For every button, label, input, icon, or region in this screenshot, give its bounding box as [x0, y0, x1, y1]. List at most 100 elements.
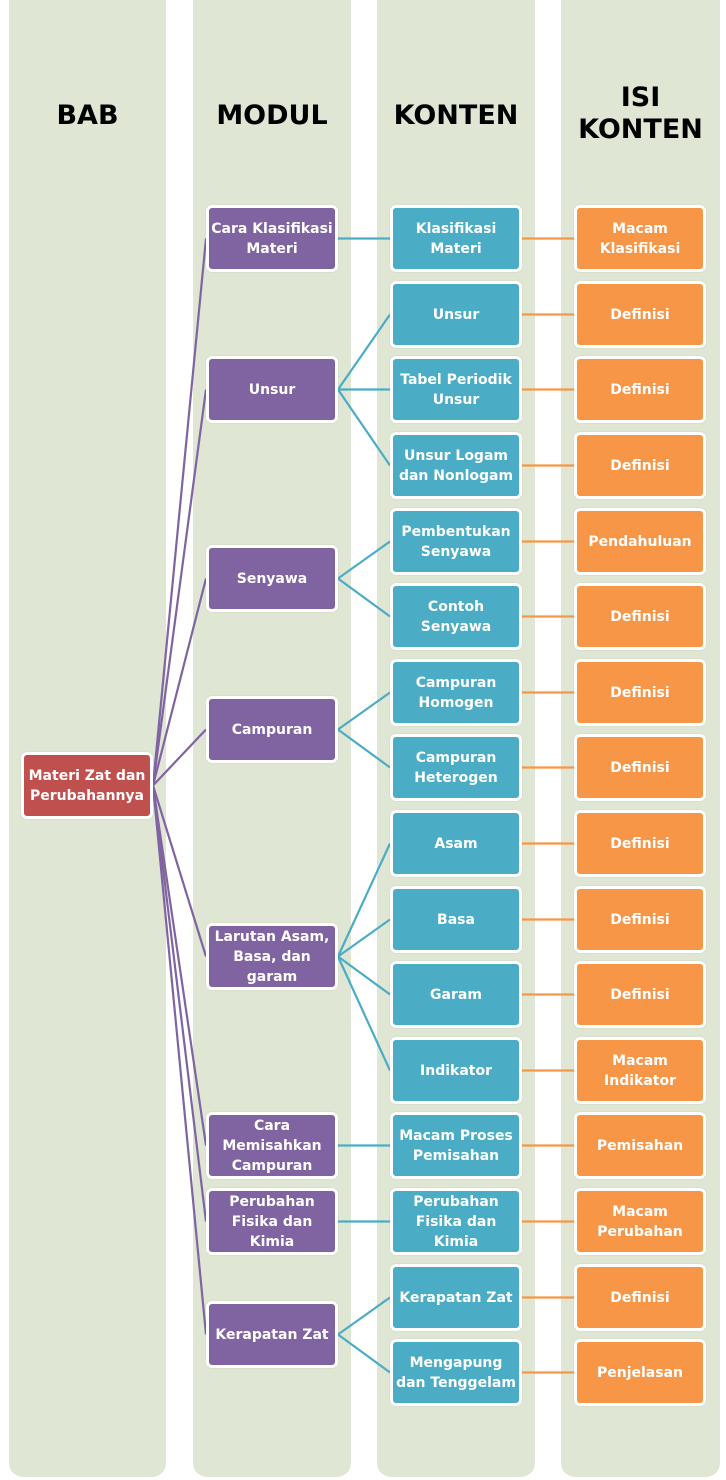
konten-box[interactable]: Perubahan Fisika dan Kimia	[390, 1188, 522, 1255]
modul-box-label: Campuran	[231, 721, 313, 738]
modul-konten-connector	[337, 1333, 391, 1374]
modul-box[interactable]: Cara Memisahkan Campuran	[206, 1112, 338, 1179]
konten-box[interactable]: Macam Proses Pemisahan	[390, 1112, 522, 1179]
isi-konten-box[interactable]: Definisi	[574, 432, 706, 499]
konten-box-label: Mengapung dan Tenggelam	[396, 1354, 516, 1391]
konten-box-label: Unsur Logam dan Nonlogam	[398, 447, 514, 484]
modul-konten-connector	[336, 956, 392, 1071]
konten-box[interactable]: Unsur Logam dan Nonlogam	[390, 432, 522, 499]
konten-box-label: Kerapatan Zat	[399, 1289, 513, 1306]
konten-box-label: Basa	[437, 911, 475, 928]
konten-box[interactable]: Klasifikasi Materi	[390, 205, 522, 272]
isi-konten-box-label: Definisi	[610, 911, 670, 928]
isi-konten-box[interactable]: Definisi	[574, 1264, 706, 1331]
isi-konten-box[interactable]: Definisi	[574, 886, 706, 953]
konten-box[interactable]: Mengapung dan Tenggelam	[390, 1339, 522, 1406]
isi-konten-box-label: Definisi	[610, 608, 670, 625]
bab-modul-connector	[151, 785, 208, 1222]
header-modul: MODUL	[216, 100, 328, 131]
modul-box[interactable]: Unsur	[206, 356, 338, 423]
konten-box[interactable]: Basa	[390, 886, 522, 953]
isi-konten-box-label: Macam Perubahan	[597, 1203, 683, 1240]
isi-konten-box[interactable]: Definisi	[574, 659, 706, 726]
isi-konten-box[interactable]: Macam Indikator	[574, 1037, 706, 1104]
modul-konten-connector	[337, 388, 391, 467]
isi-konten-box[interactable]: Pemisahan	[574, 1112, 706, 1179]
header-isi-line1: ISI	[620, 82, 661, 113]
konten-box[interactable]: Indikator	[390, 1037, 522, 1104]
header-bab: BAB	[56, 100, 119, 131]
konten-box[interactable]: Campuran Homogen	[390, 659, 522, 726]
bab-modul-connector	[152, 728, 207, 787]
modul-konten-connector	[337, 313, 391, 391]
isi-konten-box-label: Pemisahan	[596, 1137, 684, 1154]
modul-box[interactable]: Cara Klasifikasi Materi	[206, 205, 338, 272]
isi-konten-box-label: Definisi	[610, 381, 670, 398]
konten-box[interactable]: Unsur	[390, 281, 522, 348]
modul-box-label: Larutan Asam, Basa, dan garam	[214, 928, 330, 985]
konten-box[interactable]: Pembentukan Senyawa	[390, 508, 522, 575]
modul-box[interactable]: Senyawa	[206, 545, 338, 612]
header-isi-line2: KONTEN	[578, 114, 703, 145]
modul-box[interactable]: Kerapatan Zat	[206, 1301, 338, 1368]
isi-konten-box-label: Definisi	[610, 759, 670, 776]
isi-konten-box-label: Macam Indikator	[604, 1052, 676, 1089]
bab-modul-connector	[151, 578, 208, 786]
konten-box-label: Unsur	[432, 306, 480, 323]
isi-konten-box[interactable]: Definisi	[574, 961, 706, 1028]
konten-box[interactable]: Contoh Senyawa	[390, 583, 522, 650]
konten-box[interactable]: Tabel Periodik Unsur	[390, 356, 522, 423]
isi-konten-box[interactable]: Macam Perubahan	[574, 1188, 706, 1255]
isi-konten-box-label: Pendahuluan	[588, 533, 692, 550]
modul-box-label: Unsur	[248, 381, 296, 398]
konten-box-label: Campuran Heterogen	[414, 749, 498, 786]
modul-konten-connector	[337, 728, 391, 769]
konten-box-label: Contoh Senyawa	[420, 598, 492, 635]
modul-konten-connector	[337, 1296, 391, 1336]
modul-box-label: Cara Klasifikasi Materi	[211, 220, 333, 257]
isi-konten-box[interactable]: Pendahuluan	[574, 508, 706, 575]
modul-box-label: Senyawa	[236, 570, 308, 587]
modul-konten-connector	[337, 843, 391, 957]
isi-konten-box-label: Definisi	[610, 835, 670, 852]
isi-konten-box[interactable]: Definisi	[574, 281, 706, 348]
isi-konten-box-label: Definisi	[610, 684, 670, 701]
konten-box-label: Garam	[430, 986, 482, 1003]
modul-konten-connector	[337, 691, 391, 731]
konten-box-label: Indikator	[420, 1062, 492, 1079]
modul-box[interactable]: Campuran	[206, 696, 338, 763]
bab-modul-connector	[151, 785, 208, 1335]
bab-modul-connector	[151, 785, 208, 1146]
bab-modul-connector	[151, 389, 208, 786]
isi-konten-box[interactable]: Macam Klasifikasi	[574, 205, 706, 272]
modul-konten-connector	[337, 540, 391, 580]
isi-konten-box[interactable]: Definisi	[574, 734, 706, 801]
konten-box[interactable]: Asam	[390, 810, 522, 877]
modul-box-label: Kerapatan Zat	[215, 1326, 329, 1343]
isi-konten-box[interactable]: Definisi	[574, 810, 706, 877]
konten-box-label: Pembentukan Senyawa	[401, 523, 511, 560]
modul-box-label: Perubahan Fisika dan Kimia	[229, 1193, 315, 1250]
bab-box-label: Materi Zat dan Perubahannya	[28, 767, 146, 804]
isi-konten-box-label: Macam Klasifikasi	[599, 220, 681, 257]
modul-konten-connector	[337, 955, 391, 996]
isi-konten-box[interactable]: Definisi	[574, 356, 706, 423]
bab-box[interactable]: Materi Zat dan Perubahannya	[21, 752, 153, 819]
konten-box[interactable]: Kerapatan Zat	[390, 1264, 522, 1331]
isi-konten-box[interactable]: Definisi	[574, 583, 706, 650]
modul-box[interactable]: Larutan Asam, Basa, dan garam	[206, 923, 338, 990]
bab-modul-connector	[151, 238, 208, 786]
column-bab	[9, 0, 166, 1477]
isi-konten-box[interactable]: Penjelasan	[574, 1339, 706, 1406]
modul-konten-connector	[337, 577, 391, 618]
konten-box-label: Perubahan Fisika dan Kimia	[413, 1193, 499, 1250]
konten-box[interactable]: Garam	[390, 961, 522, 1028]
modul-box[interactable]: Perubahan Fisika dan Kimia	[206, 1188, 338, 1255]
konten-box-label: Macam Proses Pemisahan	[399, 1127, 513, 1164]
konten-box[interactable]: Campuran Heterogen	[390, 734, 522, 801]
modul-box-label: Cara Memisahkan Campuran	[222, 1117, 322, 1174]
isi-konten-box-label: Definisi	[610, 1289, 670, 1306]
header-isi-konten: ISI KONTEN	[561, 82, 720, 146]
isi-konten-box-label: Penjelasan	[596, 1364, 683, 1381]
